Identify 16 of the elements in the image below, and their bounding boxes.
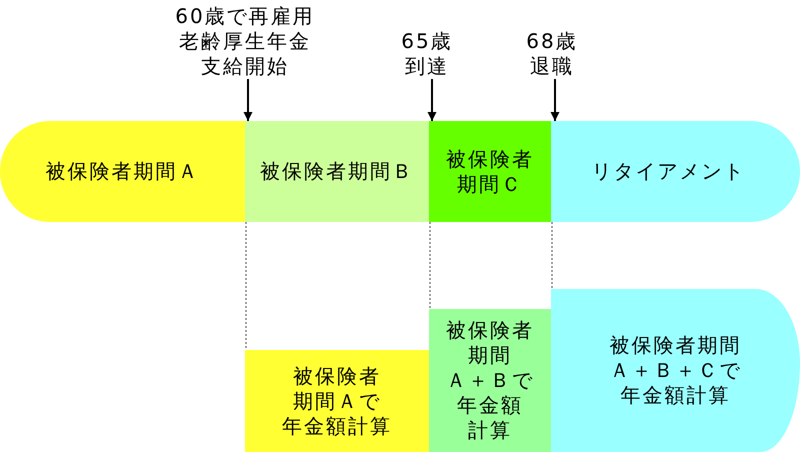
period-band-segment: 被保険者期間Ｃ	[429, 121, 551, 222]
pension-calc-box: 被保険者期間Ａで年金額計算	[245, 350, 429, 452]
dotted-line	[245, 222, 247, 350]
milestone-label: 68歳退職	[526, 29, 578, 79]
arrow	[428, 79, 436, 121]
milestone-label: 65歳到達	[401, 29, 453, 79]
dotted-line	[551, 222, 553, 289]
period-band-segment: 被保険者期間Ａ	[0, 121, 245, 222]
pension-calc-box: 被保険者期間Ａ＋Ｂで年金額計算	[429, 309, 551, 452]
milestone-label: 60歳で再雇用老齢厚生年金支給開始	[175, 4, 315, 79]
arrow	[550, 79, 560, 121]
period-band-segment: 被保険者期間Ｂ	[245, 121, 429, 222]
arrow	[244, 79, 252, 121]
retirement-band-segment: リタイアメント	[551, 121, 800, 222]
pension-calc-box: 被保険者期間Ａ＋Ｂ＋Ｃで年金額計算	[551, 289, 800, 452]
dotted-line	[429, 222, 431, 309]
